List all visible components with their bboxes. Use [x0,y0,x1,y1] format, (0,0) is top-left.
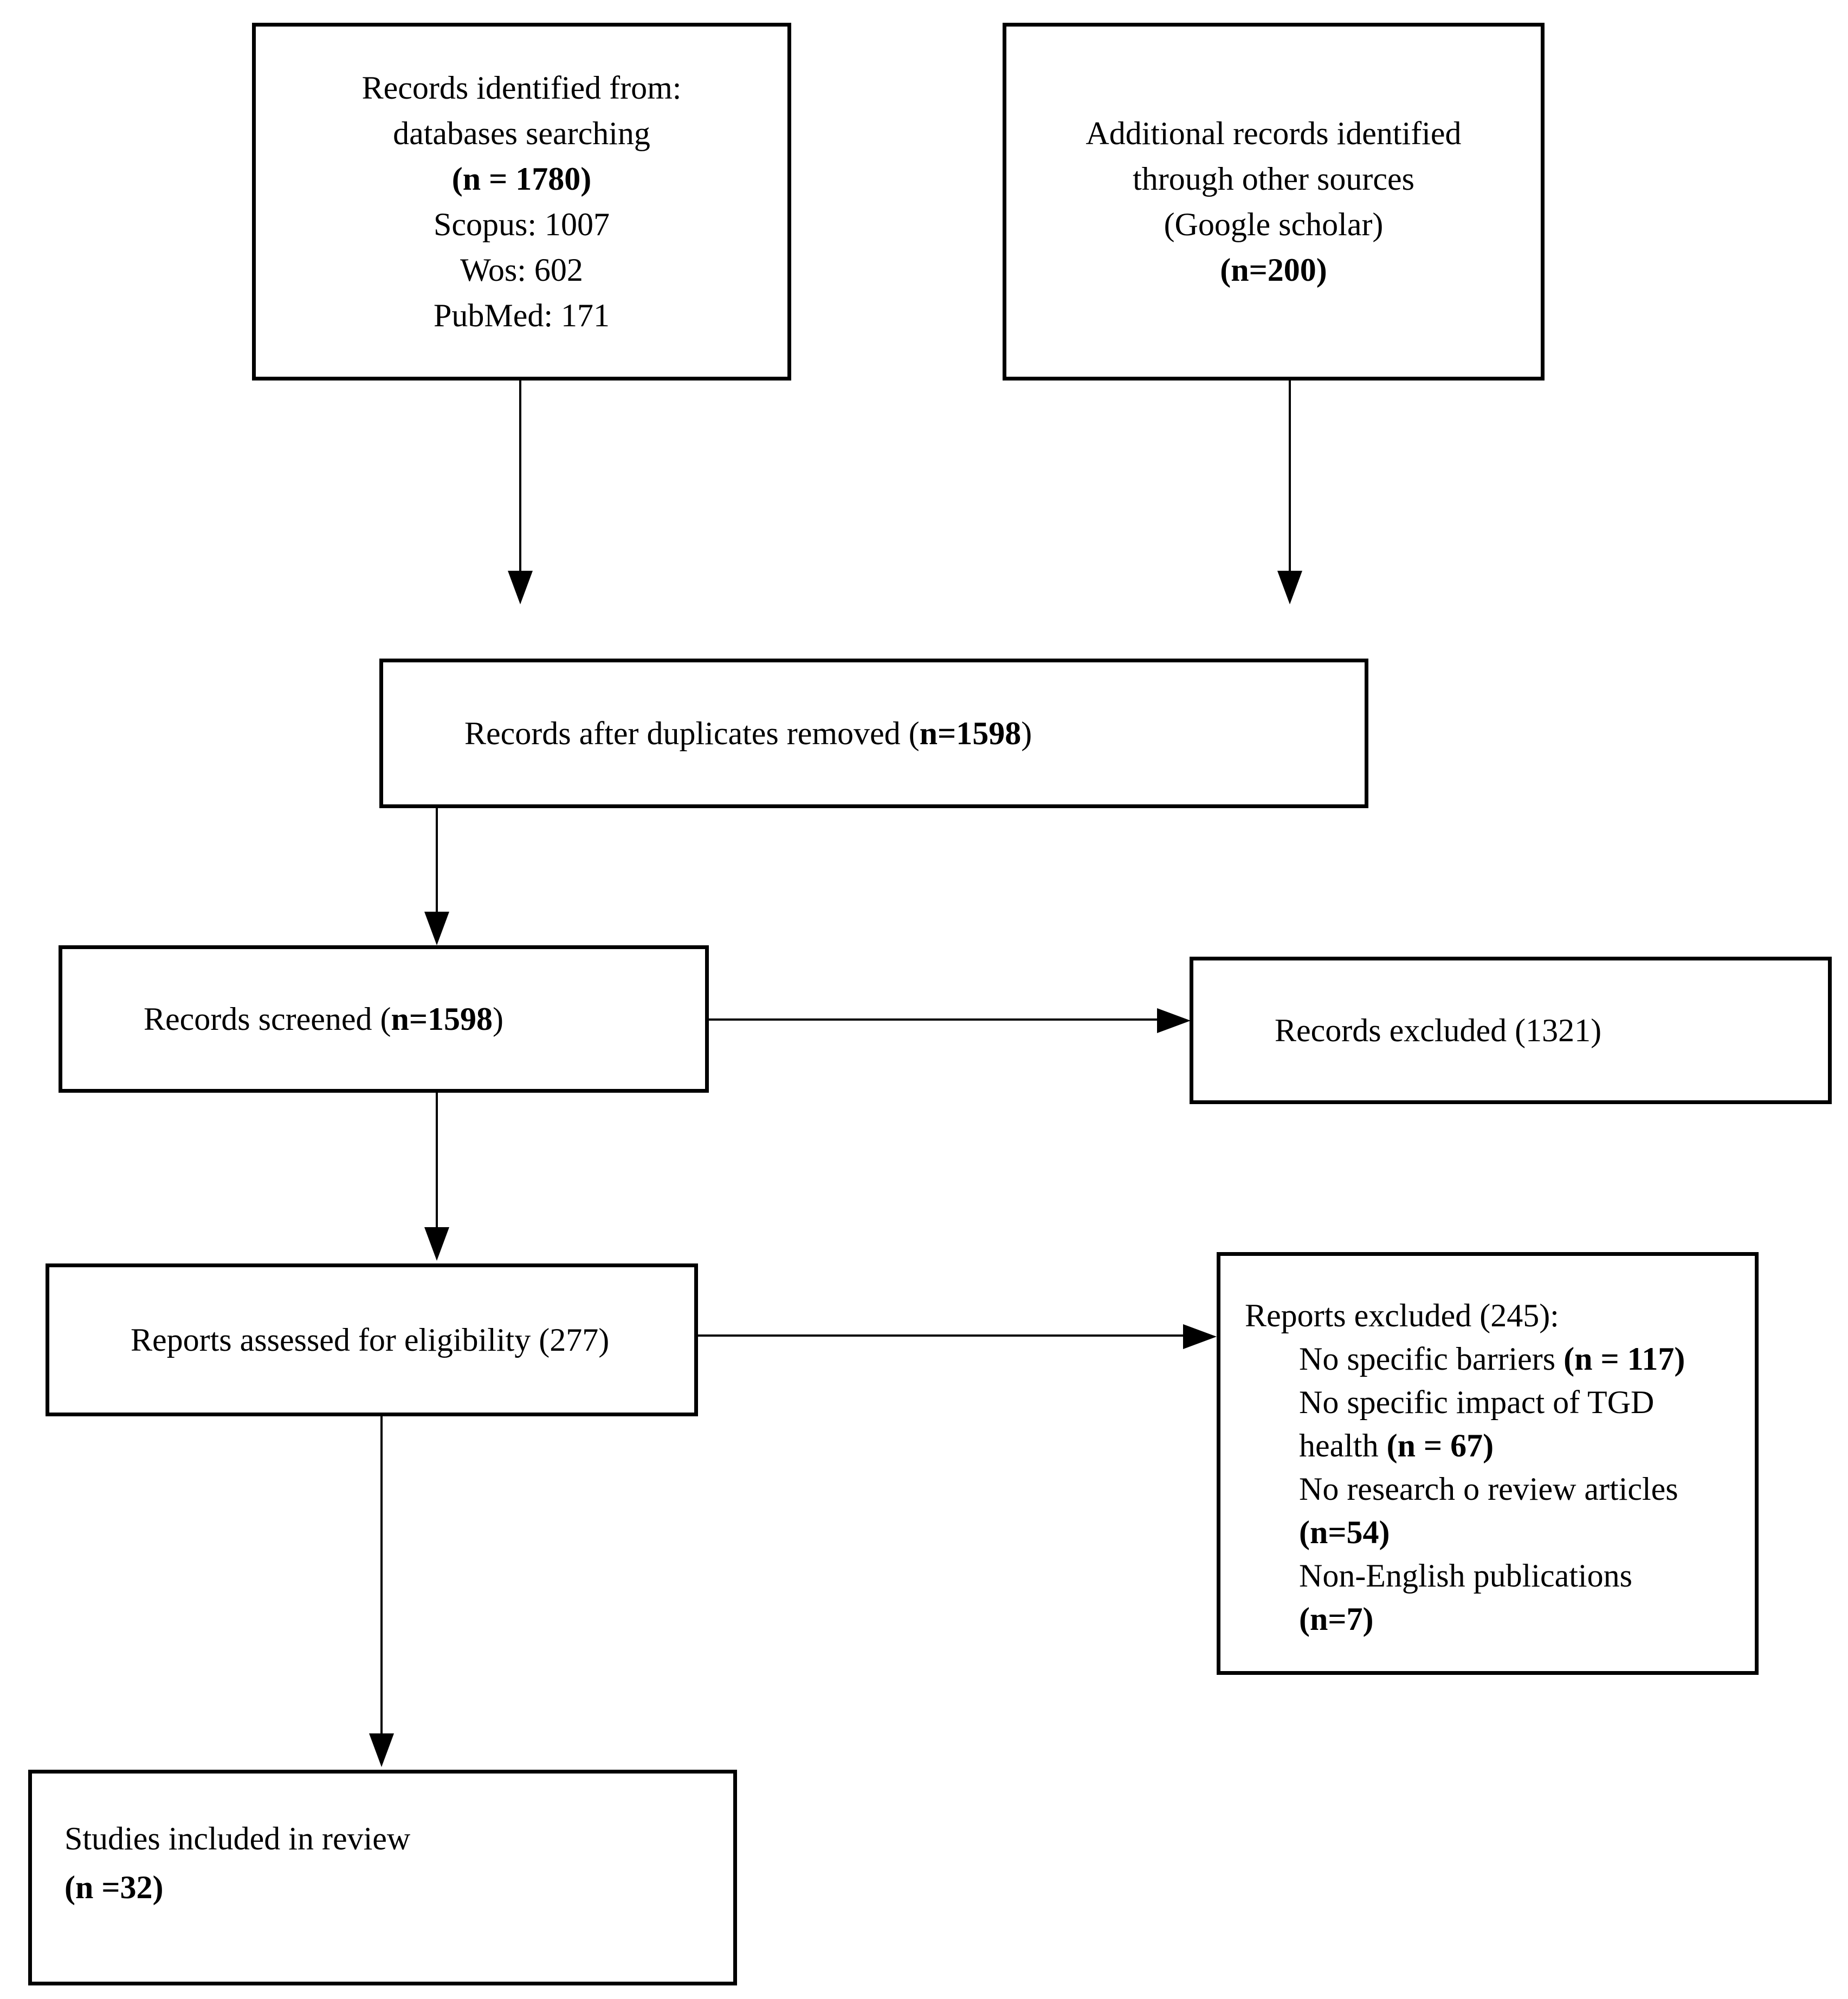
text-line: Records after duplicates removed (n=1598… [464,715,1032,752]
text-segment: Additional records identified [1085,115,1462,151]
arrow-down-icon [424,1227,449,1261]
text-line: health (n = 67) [1299,1424,1744,1467]
text-segment: ) [1021,715,1032,751]
text-segment: Records after duplicates removed ( [464,715,920,751]
arrow-identified-to-duplicates-line [519,381,521,573]
text-line: No research o review articles [1299,1467,1744,1511]
text-segment-bold: n=1598 [391,1001,493,1037]
box-reports-assessed: Reports assessed for eligibility (277) [46,1263,698,1416]
text-line: databases searching [393,111,650,156]
arrow-right-icon [1157,1008,1191,1033]
text-segment: Non-English publications [1299,1558,1632,1594]
text-segment: health [1299,1428,1387,1463]
text-segment: Records identified from: [361,70,682,106]
text-line: No specific barriers (n = 117) [1299,1337,1744,1381]
text-segment-bold: (n = 67) [1386,1428,1494,1463]
text-segment-bold: (n =32) [64,1869,164,1905]
text-segment: through other sources [1133,161,1414,197]
text-segment: No specific impact of TGD [1299,1384,1655,1420]
arrow-screened-to-assessed-line [436,1093,438,1229]
text-segment: Reports assessed for eligibility (277) [131,1321,610,1358]
text-line: Scopus: 1007 [434,202,610,247]
box-reports-excluded: Reports excluded (245): No specific barr… [1217,1252,1759,1675]
text-line: (n=7) [1299,1597,1744,1641]
text-segment: No specific barriers [1299,1341,1564,1377]
text-line: (n=200) [1220,247,1327,293]
text-segment: Scopus: 1007 [433,207,610,242]
text-segment: Wos: 602 [460,252,583,288]
text-line: Studies included in review [64,1814,717,1863]
text-segment: databases searching [393,115,650,151]
text-line: Records screened (n=1598) [144,1001,503,1038]
text-segment: No research o review articles [1299,1471,1678,1507]
text-segment: Records screened ( [144,1001,391,1037]
box-records-identified: Records identified from: databases searc… [252,23,791,381]
text-line: PubMed: 171 [434,293,610,338]
text-segment-bold: n=1598 [919,715,1022,751]
text-segment-bold: (n = 1780) [451,161,592,197]
text-line: (Google scholar) [1164,202,1384,247]
text-segment-bold: (n=200) [1220,252,1327,288]
text-segment: ) [493,1001,503,1037]
text-segment: (Google scholar) [1164,207,1384,242]
text-segment-bold: (n=54) [1299,1514,1390,1550]
text-segment: PubMed: 171 [433,298,610,333]
arrow-screened-to-excluded-line [709,1018,1160,1021]
arrow-assessed-to-excluded-line [698,1334,1186,1337]
text-line: (n=54) [1299,1511,1744,1554]
text-line: through other sources [1133,156,1414,202]
arrow-additional-to-duplicates-line [1289,381,1291,573]
text-segment: Records excluded (1321) [1275,1012,1602,1048]
text-segment: Reports excluded (245): [1245,1298,1559,1333]
arrow-duplicates-to-screened-line [436,808,438,914]
text-segment: Studies included in review [64,1821,411,1856]
text-line: Additional records identified [1085,111,1461,156]
arrow-down-icon [1277,571,1302,604]
arrow-right-icon [1183,1324,1217,1349]
arrow-down-icon [508,571,533,604]
text-line: (n = 1780) [452,156,592,202]
text-segment-bold: (n=7) [1299,1601,1374,1637]
text-line: Wos: 602 [460,247,583,293]
arrow-down-icon [369,1733,394,1767]
box-duplicates-removed: Records after duplicates removed (n=1598… [379,659,1368,808]
arrow-assessed-to-included-line [380,1416,383,1736]
text-line: Records identified from: [362,65,682,111]
box-studies-included: Studies included in review (n =32) [28,1770,737,1985]
arrow-down-icon [424,912,449,945]
text-line: Reports excluded (245): [1245,1294,1744,1337]
box-records-excluded: Records excluded (1321) [1190,957,1832,1104]
text-line: Records excluded (1321) [1275,1012,1601,1049]
text-line: (n =32) [64,1863,717,1912]
box-records-screened: Records screened (n=1598) [59,945,709,1093]
box-additional-records: Additional records identified through ot… [1003,23,1545,381]
text-line: Non-English publications [1299,1554,1744,1597]
text-segment-bold: (n = 117) [1563,1341,1685,1377]
text-line: Reports assessed for eligibility (277) [131,1321,609,1359]
text-line: No specific impact of TGD [1299,1381,1744,1424]
